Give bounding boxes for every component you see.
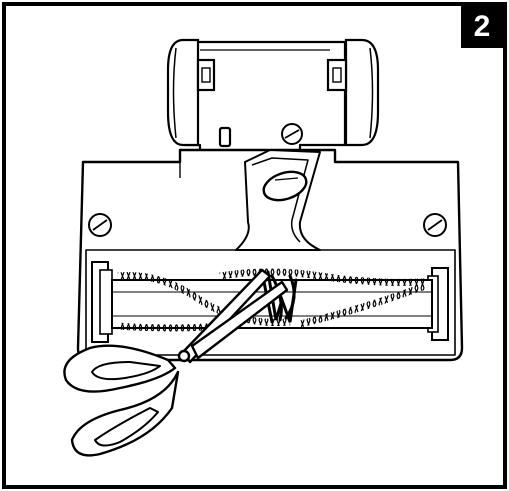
screw-center [281,123,303,145]
step-number: 2 [473,10,491,43]
left-wheel [166,38,216,147]
right-wheel [326,38,380,147]
screw-right [423,213,447,237]
scissors [63,268,289,457]
step-number-badge: 2 [461,6,503,48]
screw-left [88,213,112,237]
